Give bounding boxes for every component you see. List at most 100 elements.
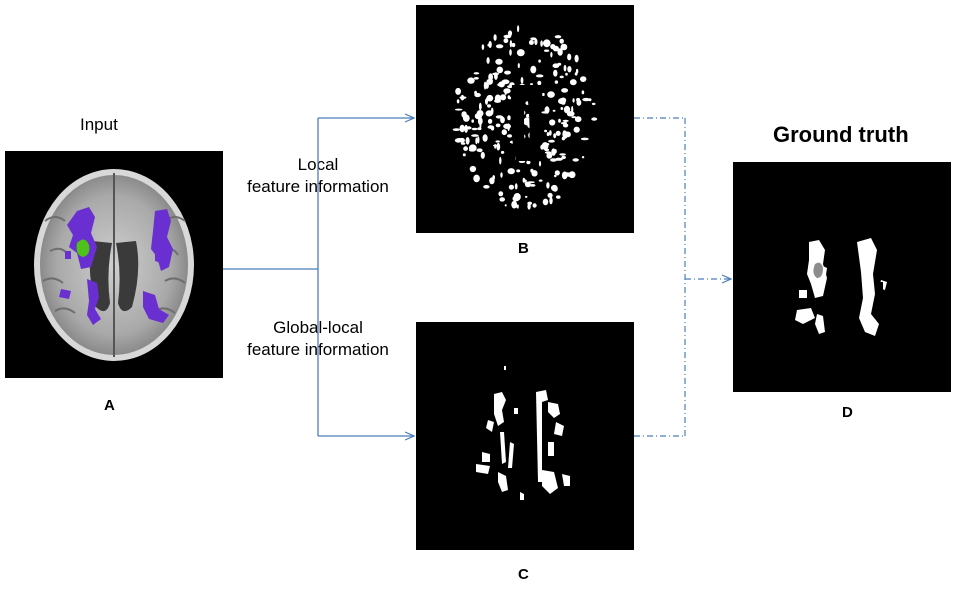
- speckle-dot: [493, 144, 499, 147]
- speckle-dot: [490, 125, 495, 131]
- speckle-dot: [475, 137, 478, 145]
- speckle-dot: [528, 40, 534, 45]
- speckle-dot: [477, 136, 480, 144]
- speckle-dot: [473, 77, 479, 80]
- speckle-dot: [557, 48, 563, 56]
- speckle-dot: [561, 88, 569, 93]
- speckle-dot: [549, 196, 553, 205]
- speckle-dot: [542, 198, 549, 206]
- speckle-dot: [466, 126, 472, 130]
- speckle-dot: [591, 102, 596, 106]
- speckle-dot: [547, 192, 553, 198]
- speckle-dot: [555, 157, 563, 161]
- speckle-dot: [527, 203, 531, 210]
- speckle-dot: [572, 158, 579, 162]
- speckle-dot: [588, 98, 592, 102]
- speckle-dot: [493, 34, 497, 41]
- speckle-dot: [452, 128, 461, 131]
- speckle-dot: [547, 91, 555, 98]
- speckle-dot: [471, 134, 479, 137]
- speckle-dot: [471, 119, 474, 123]
- speckle-dot: [477, 117, 483, 125]
- speckle-dot: [538, 179, 543, 182]
- speckle-dot: [486, 57, 490, 64]
- speckle-dot: [549, 130, 552, 136]
- speckle-dot: [516, 49, 525, 57]
- ground-truth-mask: [795, 238, 887, 336]
- speckle-dot: [560, 43, 568, 51]
- speckle-dot: [552, 63, 560, 68]
- speckle-dot: [526, 181, 535, 184]
- speckle-dot: [556, 195, 561, 199]
- speckle-dot: [517, 63, 520, 69]
- speckle-dot: [520, 77, 524, 84]
- speckle-dot: [581, 90, 585, 95]
- speckle-dot: [559, 75, 564, 79]
- speckle-dot: [529, 184, 536, 187]
- speckle-dot: [524, 179, 527, 183]
- speckle-dot: [455, 87, 461, 95]
- speckle-dot: [541, 142, 549, 150]
- input-mri-image: [5, 151, 223, 378]
- speckle-dot: [487, 43, 491, 47]
- speckle-dot: [480, 151, 485, 159]
- speckle-dot: [495, 140, 500, 143]
- speckle-dot: [467, 77, 475, 84]
- speckle-dot: [504, 70, 511, 75]
- speckle-dot: [456, 99, 460, 104]
- speckle-dot: [471, 127, 478, 131]
- speckle-dot: [545, 151, 552, 154]
- speckle-dot: [551, 148, 556, 156]
- speckle-dot: [461, 111, 467, 118]
- speckle-dot: [488, 73, 493, 81]
- speckle-dot: [509, 49, 512, 56]
- speckle-dot: [456, 138, 463, 141]
- speckle-dot: [485, 110, 493, 117]
- speckle-dot: [562, 130, 567, 139]
- speckle-dot: [544, 129, 548, 133]
- wmh-lesion-overlay: [59, 207, 173, 325]
- speckle-dot: [568, 171, 576, 179]
- panel-label-a: A: [104, 397, 115, 414]
- speckle-dot: [561, 171, 568, 180]
- panel-label-b: B: [518, 240, 529, 257]
- speckle-dot: [495, 44, 504, 49]
- speckle-dot: [555, 130, 561, 136]
- speckle-dot: [563, 105, 571, 114]
- speckle-dot: [549, 119, 556, 126]
- speckle-dot: [569, 79, 577, 86]
- speckle-dot: [552, 45, 559, 52]
- speckle-dot: [483, 81, 487, 90]
- speckle-dot: [591, 117, 598, 121]
- speckle-dot: [580, 137, 589, 141]
- speckle-dot: [562, 119, 569, 122]
- speckle-dot: [535, 74, 544, 78]
- speckle-dot: [552, 109, 556, 112]
- speckle-dot: [492, 72, 500, 76]
- speckle-dot: [554, 174, 557, 178]
- input-title: Input: [80, 115, 118, 134]
- speckle-dot: [503, 38, 509, 44]
- speckle-dot: [483, 185, 490, 189]
- speckle-dot: [524, 195, 528, 198]
- speckle-dot: [544, 49, 550, 52]
- other-lesion-overlay: [76, 239, 90, 257]
- local-segmentation-map: [452, 25, 598, 210]
- speckle-dot: [560, 97, 567, 103]
- brain-flair-image: [34, 169, 194, 361]
- speckle-dot: [507, 115, 511, 121]
- speckle-dot: [559, 38, 564, 44]
- speckle-dot: [526, 160, 531, 165]
- speckle-dot: [507, 168, 515, 175]
- speckle-dot: [548, 139, 555, 143]
- speckle-dot: [530, 37, 537, 41]
- speckle-dot: [507, 30, 513, 37]
- speckle-dot: [500, 116, 505, 124]
- ground-truth-title: Ground truth: [773, 122, 909, 147]
- speckle-dot: [489, 177, 495, 185]
- panel-label-c: C: [518, 566, 529, 583]
- speckle-dot: [504, 204, 507, 207]
- speckle-dot: [532, 203, 537, 208]
- speckle-dot: [476, 110, 484, 117]
- speckle-dot: [508, 184, 514, 190]
